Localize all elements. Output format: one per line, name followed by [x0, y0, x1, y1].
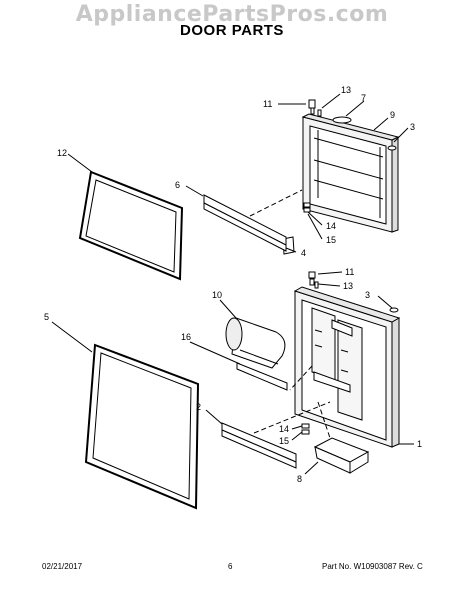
leader-lines: [51, 93, 414, 475]
fresh-food-hinge-parts: [301, 271, 399, 435]
footer-part-number: Part No. W10903087 Rev. C: [322, 562, 423, 571]
callout-7: 7: [361, 93, 366, 103]
callout-14a: 14: [326, 221, 336, 231]
freezer-door: [301, 113, 400, 233]
fresh-food-shelf-trim: [221, 422, 297, 469]
callout-14b: 14: [279, 424, 289, 434]
callout-4: 4: [301, 248, 306, 258]
callout-11b: 11: [345, 267, 354, 277]
callout-12: 12: [57, 148, 67, 158]
fresh-food-door: [293, 286, 401, 448]
callout-8: 8: [297, 474, 302, 484]
callout-9: 9: [390, 110, 395, 120]
callout-3b: 3: [365, 290, 370, 300]
dairy-trim: [236, 362, 288, 391]
callout-13b: 13: [343, 281, 353, 291]
page-title: DOOR PARTS: [180, 22, 284, 39]
freezer-gasket: [78, 170, 184, 281]
fresh-food-gasket: [84, 343, 200, 510]
callout-5: 5: [44, 312, 49, 322]
callout-2: 2: [196, 402, 201, 412]
freezer-shelf-trim: [203, 194, 287, 252]
callout-6: 6: [175, 180, 180, 190]
callout-1: 1: [417, 439, 422, 449]
assembly-lines: [249, 189, 331, 439]
callout-13a: 13: [341, 85, 351, 95]
callout-3a: 3: [410, 122, 415, 132]
dairy-door-cover: [225, 317, 286, 369]
callout-10: 10: [212, 290, 222, 300]
callout-15b: 15: [279, 436, 289, 446]
callout-15a: 15: [326, 235, 336, 245]
callout-11a: 11: [263, 99, 272, 109]
callout-numbers: 11 13 7 9 3 6 12 14 15 4 11 13 3 10 16 5…: [44, 85, 422, 484]
footer-date: 02/21/2017: [42, 562, 83, 571]
watermark: AppliancePartsPros.com: [75, 2, 389, 27]
callout-16: 16: [181, 332, 191, 342]
footer-page-number: 6: [228, 562, 233, 571]
door-bin: [313, 437, 370, 474]
